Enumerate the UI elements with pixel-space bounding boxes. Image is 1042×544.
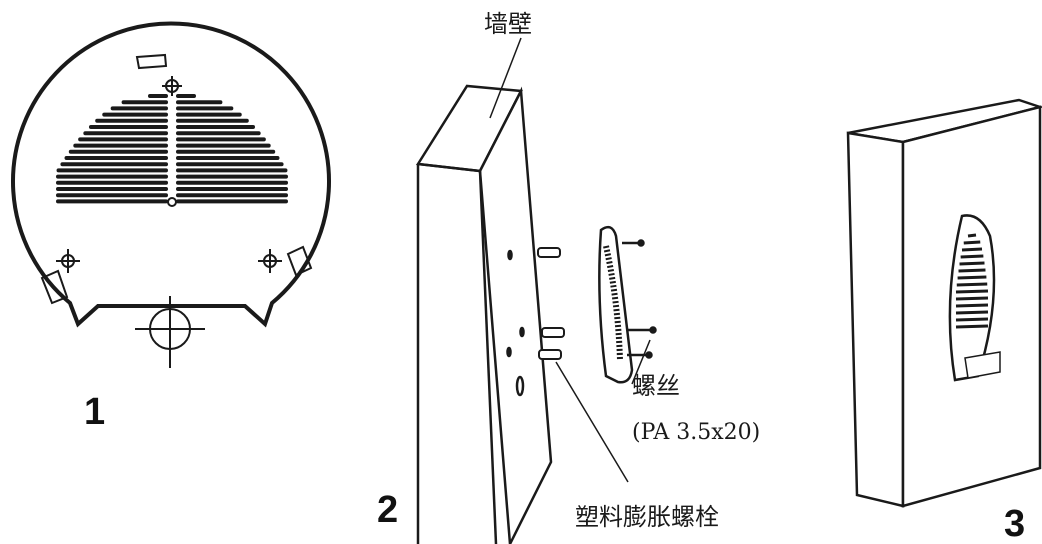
vent-slot bbox=[961, 247, 983, 252]
vent-slot bbox=[955, 317, 989, 322]
mounted-ap-view bbox=[846, 98, 1042, 508]
vent-slot bbox=[955, 310, 989, 315]
leader-lines bbox=[489, 37, 651, 483]
vent-slot bbox=[955, 289, 989, 294]
screw-spec-label: (PA 3.5x20) bbox=[632, 420, 760, 445]
vent-slot bbox=[967, 233, 977, 238]
ap-back-view bbox=[11, 21, 331, 368]
step-3-number: 3 bbox=[1004, 503, 1025, 544]
vent-slot bbox=[955, 303, 989, 308]
center-hole bbox=[135, 296, 205, 368]
mount-hole-right bbox=[258, 249, 282, 273]
mount-hole-left bbox=[56, 249, 80, 273]
step-2-number: 2 bbox=[377, 489, 398, 531]
anchor-label: 塑料膨胀螺栓 bbox=[575, 503, 719, 531]
wall-label: 墙壁 bbox=[484, 10, 532, 38]
vent-slot bbox=[955, 296, 989, 301]
vent-slot bbox=[958, 268, 986, 273]
ap-side-view bbox=[598, 225, 657, 384]
mount-hole-top bbox=[162, 76, 182, 96]
vent-slot bbox=[963, 240, 981, 245]
wall-block bbox=[415, 84, 553, 544]
screw-label: 螺丝 bbox=[632, 372, 680, 400]
vent-slot bbox=[959, 261, 985, 266]
plastic-anchors bbox=[537, 247, 565, 360]
vent-slot bbox=[957, 275, 987, 280]
vent-slot bbox=[955, 324, 989, 329]
vent-slot bbox=[956, 282, 988, 287]
step-1-number: 1 bbox=[84, 391, 105, 433]
vent-slot bbox=[960, 254, 984, 259]
